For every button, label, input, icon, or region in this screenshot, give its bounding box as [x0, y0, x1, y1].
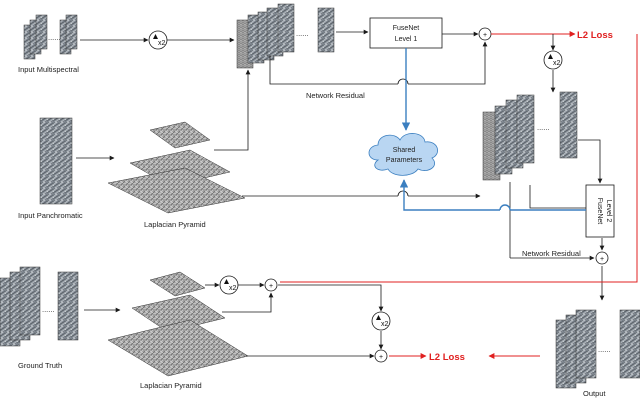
- input-panchromatic-label: Input Panchromatic: [18, 211, 83, 220]
- input-multispectral-stack: ......: [23, 14, 78, 60]
- upsample-label: x2: [381, 321, 389, 328]
- stack-ellipsis: ......: [296, 29, 309, 38]
- l2-loss-bottom: L2 Loss: [429, 352, 465, 363]
- fusenet-level2-title: FuseNet: [596, 198, 603, 225]
- loss-lines: [280, 31, 638, 359]
- ground-truth-label: Ground Truth: [18, 361, 62, 370]
- fusenet-level1-level: Level 1: [395, 36, 418, 43]
- sum-node-level1: +: [478, 27, 492, 41]
- laplacian-pyramid-bottom-label: Laplacian Pyramid: [140, 381, 202, 390]
- input-multispectral-label: Input Multispectral: [18, 65, 79, 74]
- stack-ellipsis: ......: [537, 123, 550, 132]
- fusenet-level2-level: Level 2: [605, 200, 612, 223]
- network-residual-label-1: Network Residual: [306, 91, 365, 100]
- laplacian-pyramid-top: [107, 121, 246, 214]
- shared-parameter-lines: [399, 48, 586, 211]
- fusenet-level1-box: FuseNet Level 1: [369, 17, 443, 49]
- shared-parameters-line1: Shared: [393, 147, 416, 154]
- output-label: Output: [583, 389, 606, 398]
- upsample-label: x2: [158, 40, 166, 47]
- laplacian-pyramid-bottom: [107, 271, 249, 377]
- shared-parameters-line2: Parameters: [386, 157, 423, 164]
- svg-text:+: +: [379, 354, 383, 361]
- svg-text:+: +: [269, 283, 273, 290]
- upsample-node-ms: x2: [148, 30, 168, 50]
- connection-lines: [76, 29, 605, 359]
- l2-loss-top: L2 Loss: [577, 30, 613, 41]
- ground-truth-stack: ......: [0, 266, 79, 347]
- shared-parameters-cloud: Shared Parameters: [368, 133, 439, 176]
- upsample-label: x2: [553, 60, 561, 67]
- stack-ellipsis: ......: [42, 305, 55, 314]
- sum-node-gt2: +: [374, 349, 388, 363]
- stack-ellipsis: ......: [48, 33, 61, 42]
- upsample-node-level1-output: x2: [543, 50, 563, 70]
- fusenet-level1-title: FuseNet: [393, 25, 420, 32]
- network-residual-label-2: Network Residual: [522, 249, 581, 258]
- laplacian-pyramid-top-label: Laplacian Pyramid: [144, 220, 206, 229]
- sum-node-gt1: +: [264, 278, 278, 292]
- upsample-label: x2: [229, 285, 237, 292]
- output-stack: ......: [555, 309, 640, 389]
- svg-text:+: +: [600, 256, 604, 263]
- upsample-node-gt2: x2: [371, 311, 391, 331]
- input-panchromatic-image: [39, 117, 73, 205]
- level1-feature-stack: ......: [236, 3, 335, 69]
- fusenet-level2-box: FuseNet Level 2: [585, 184, 615, 238]
- level2-feature-stack: ......: [482, 91, 578, 181]
- stack-ellipsis: ......: [598, 345, 611, 354]
- upsample-node-gt: x2: [219, 275, 239, 295]
- svg-text:+: +: [483, 32, 487, 39]
- sum-node-level2: +: [595, 251, 609, 265]
